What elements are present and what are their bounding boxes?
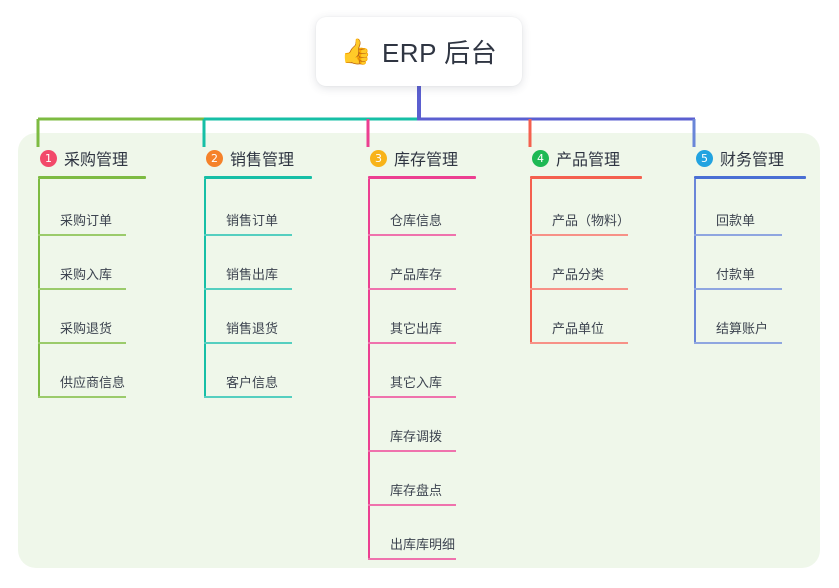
leaf-node[interactable]: 库存调拨: [368, 412, 456, 452]
leaf-label: 结算账户: [716, 321, 769, 336]
leaf-node[interactable]: 回款单: [694, 196, 782, 236]
leaf-node[interactable]: 供应商信息: [38, 358, 126, 398]
leaf-label: 采购订单: [60, 213, 113, 228]
leaf-label: 付款单: [716, 267, 756, 282]
column-header-1[interactable]: 1 采购管理: [38, 146, 146, 170]
root-title: ERP 后台: [381, 38, 498, 68]
number-badge-icon: 1: [40, 149, 57, 167]
column-财务管理: 5 财务管理: [694, 146, 806, 179]
thumbs-up-icon: 👍: [340, 37, 372, 66]
column-header-rule: [694, 176, 806, 179]
leaf-label: 产品单位: [552, 321, 605, 336]
leaf-label: 销售退货: [226, 321, 279, 336]
column-header-rule: [530, 176, 642, 179]
leaf-node[interactable]: 采购退货: [38, 304, 126, 344]
leaf-label: 采购退货: [60, 321, 113, 336]
leaf-rule: [530, 288, 628, 290]
leaf-label: 库存盘点: [390, 483, 443, 498]
column-header-3[interactable]: 3 库存管理: [368, 146, 476, 170]
leaf-label: 其它入库: [390, 375, 443, 390]
diagram-panel: [18, 133, 820, 568]
leaf-node[interactable]: 产品分类: [530, 250, 628, 290]
number-badge-icon: 4: [532, 149, 549, 167]
column-title: 产品管理: [556, 152, 621, 169]
leaf-label: 客户信息: [226, 375, 279, 390]
column-title: 财务管理: [720, 152, 785, 169]
number-badge-icon: 5: [696, 149, 713, 167]
column-header-5[interactable]: 5 财务管理: [694, 146, 806, 170]
leaf-rule: [694, 288, 782, 290]
column-产品管理: 4 产品管理: [530, 146, 642, 179]
leaf-label: 供应商信息: [60, 375, 126, 390]
number-badge-icon: 2: [206, 149, 223, 167]
leaf-label: 回款单: [716, 213, 756, 228]
leaf-node[interactable]: 仓库信息: [368, 196, 456, 236]
leaf-rule: [204, 234, 292, 236]
column-库存管理: 3 库存管理: [368, 146, 476, 179]
leaf-node[interactable]: 销售出库: [204, 250, 292, 290]
column-销售管理: 2 销售管理: [204, 146, 312, 179]
column-title: 采购管理: [64, 152, 129, 169]
leaf-rule: [204, 396, 292, 398]
leaf-rule: [694, 342, 782, 344]
column-采购管理: 1 采购管理: [38, 146, 146, 179]
leaf-label: 其它出库: [390, 321, 443, 336]
column-header-4[interactable]: 4 产品管理: [530, 146, 642, 170]
leaf-label: 采购入库: [60, 267, 113, 282]
leaf-rule: [368, 234, 456, 236]
leaf-node[interactable]: 其它入库: [368, 358, 456, 398]
leaf-rule: [368, 288, 456, 290]
leaf-rule: [368, 558, 456, 560]
leaf-label: 产品（物料）: [552, 213, 631, 228]
leaf-label: 仓库信息: [390, 213, 443, 228]
leaf-node[interactable]: 客户信息: [204, 358, 292, 398]
leaf-label: 销售订单: [226, 213, 279, 228]
leaf-label: 库存调拨: [390, 429, 443, 444]
number-badge-icon: 3: [370, 149, 387, 167]
leaf-rule: [204, 342, 292, 344]
leaf-node[interactable]: 产品库存: [368, 250, 456, 290]
leaf-rule: [530, 234, 628, 236]
column-title: 库存管理: [394, 152, 459, 169]
leaf-node[interactable]: 采购订单: [38, 196, 126, 236]
leaf-label: 出库库明细: [390, 537, 456, 552]
leaf-node[interactable]: 出库库明细: [368, 520, 456, 560]
leaf-label: 销售出库: [226, 267, 279, 282]
leaf-node[interactable]: 采购入库: [38, 250, 126, 290]
leaf-node[interactable]: 产品单位: [530, 304, 628, 344]
leaf-node[interactable]: 库存盘点: [368, 466, 456, 506]
leaf-rule: [368, 450, 456, 452]
root-node[interactable]: 👍 ERP 后台: [316, 17, 522, 86]
leaf-rule: [38, 288, 126, 290]
leaf-rule: [204, 288, 292, 290]
column-header-2[interactable]: 2 销售管理: [204, 146, 312, 170]
leaf-rule: [38, 234, 126, 236]
leaf-rule: [530, 342, 628, 344]
leaf-rule: [38, 396, 126, 398]
leaf-label: 产品库存: [390, 267, 443, 282]
column-title: 销售管理: [230, 152, 295, 169]
leaf-node[interactable]: 产品（物料）: [530, 196, 631, 236]
leaf-rule: [694, 234, 782, 236]
leaf-node[interactable]: 其它出库: [368, 304, 456, 344]
column-header-rule: [38, 176, 146, 179]
leaf-rule: [368, 504, 456, 506]
leaf-rule: [368, 342, 456, 344]
leaf-node[interactable]: 付款单: [694, 250, 782, 290]
leaf-node[interactable]: 销售订单: [204, 196, 292, 236]
leaf-node[interactable]: 结算账户: [694, 304, 782, 344]
leaf-rule: [368, 396, 456, 398]
leaf-rule: [38, 342, 126, 344]
leaf-label: 产品分类: [552, 267, 605, 282]
leaf-node[interactable]: 销售退货: [204, 304, 292, 344]
column-header-rule: [204, 176, 312, 179]
column-header-rule: [368, 176, 476, 179]
